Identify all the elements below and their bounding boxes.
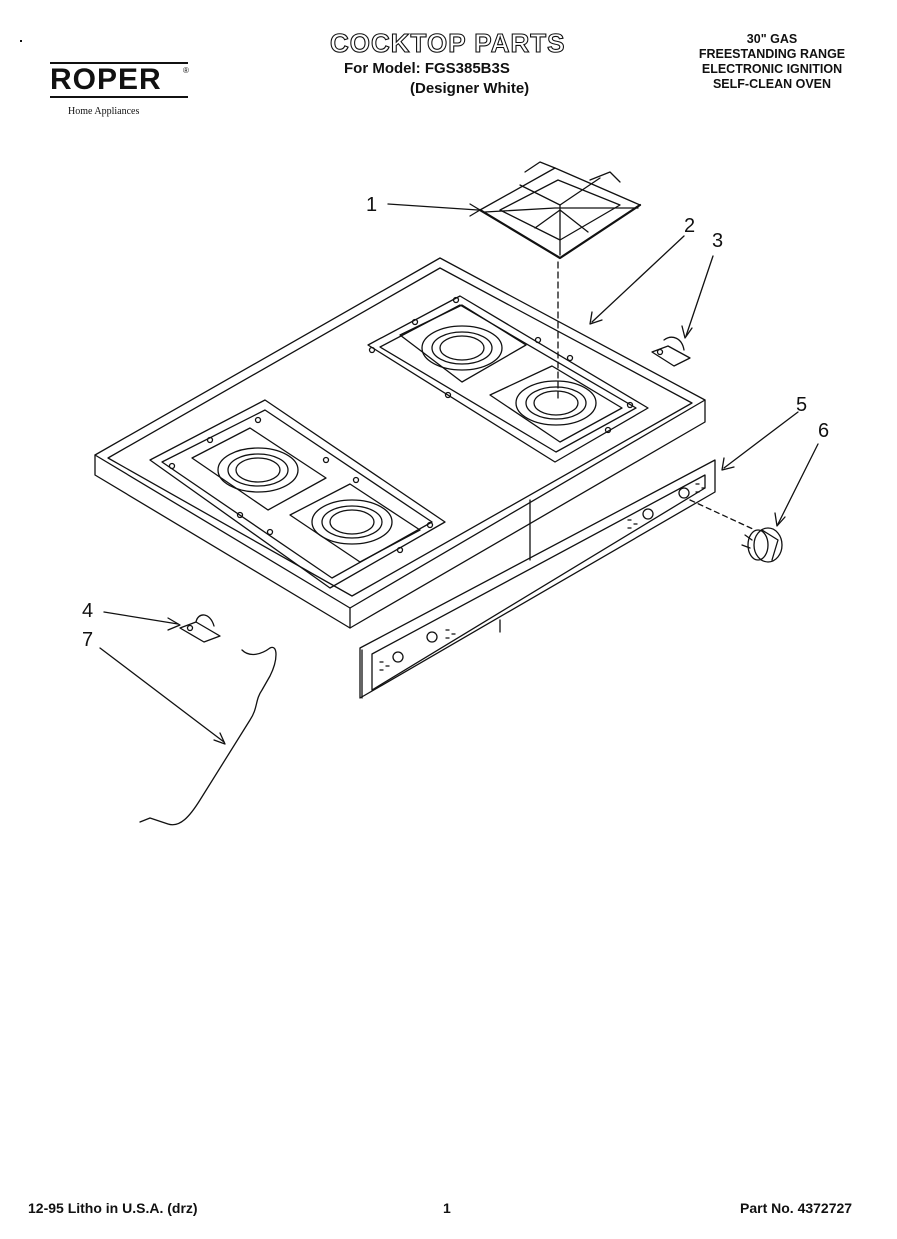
spec-line: ELECTRONIC IGNITION [701, 62, 843, 76]
model-line: For Model: FGS385B3S [344, 60, 510, 77]
leader-line-4 [103, 611, 179, 625]
callout-1: 1 [366, 194, 377, 216]
roper-logo: ROPER ® Home Appliances [50, 62, 189, 117]
logo-wordmark-box: ROPER [50, 62, 188, 98]
leader-line-6 [777, 443, 819, 525]
arrowhead-4 [167, 617, 181, 631]
callout-2: 2 [684, 215, 695, 237]
arrowhead-3 [681, 325, 693, 339]
callout-5: 5 [796, 394, 807, 416]
arrowhead-6 [774, 512, 786, 527]
print-info: 12-95 Litho in U.S.A. (drz) [28, 1200, 198, 1216]
callout-7: 7 [82, 629, 93, 651]
logo-trademark: ® [183, 66, 189, 75]
arrowhead-1 [469, 203, 481, 217]
callout-6: 6 [818, 420, 829, 442]
leader-line-3 [685, 255, 714, 337]
leader-line-7 [99, 647, 225, 743]
arrowhead-7 [213, 732, 226, 745]
part-number: Part No. 4372727 [740, 1200, 853, 1216]
leader-line-1 [387, 203, 479, 211]
logo-wordmark: ROPER [50, 63, 162, 96]
logo-subtitle: Home Appliances [68, 106, 140, 117]
control-knob [741, 527, 783, 563]
spec-line: 30" GAS [746, 32, 798, 46]
burner-grate [478, 161, 642, 260]
callout-leaders [99, 203, 819, 745]
spark-igniter-left [179, 614, 221, 643]
leader-line-5 [723, 411, 799, 469]
arrowhead-5 [721, 457, 735, 471]
callout-3: 3 [712, 230, 723, 252]
print-speck [20, 40, 22, 42]
callout-4: 4 [82, 600, 93, 622]
knob-alignment-line [689, 499, 756, 531]
spec-line: FREESTANDING RANGE [698, 47, 846, 61]
variant-line: (Designer White) [410, 80, 530, 97]
spec-block: 30" GAS FREESTANDING RANGE ELECTRONIC IG… [672, 32, 872, 92]
page-title: COCKTOP PARTS [329, 27, 566, 58]
igniter-wire [139, 646, 277, 826]
control-panel-trim [359, 459, 716, 699]
cooktop-panel [94, 257, 706, 629]
leader-line-2 [591, 235, 685, 323]
spec-line: SELF-CLEAN OVEN [712, 77, 832, 91]
page-number: 1 [443, 1200, 451, 1216]
arrowhead-2 [589, 311, 603, 325]
spark-igniter-right [651, 336, 691, 367]
